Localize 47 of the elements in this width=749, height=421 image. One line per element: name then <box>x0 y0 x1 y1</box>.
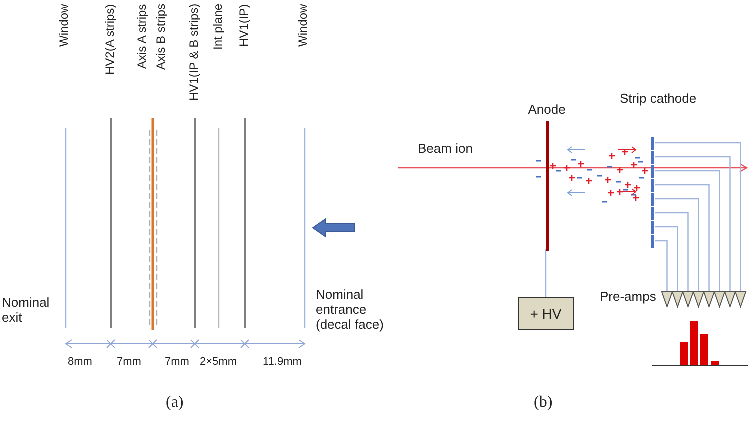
cathode-strip <box>651 151 654 164</box>
wire <box>655 240 668 292</box>
wire <box>655 198 700 292</box>
power-supply-box: + HV <box>518 297 574 330</box>
wire <box>655 212 689 292</box>
cathode-strip <box>651 193 654 206</box>
preamp-triangle <box>661 292 674 309</box>
preamp-triangle <box>672 292 684 309</box>
text-label: Nominal exit <box>2 296 51 326</box>
cathode-strip <box>651 165 654 178</box>
wire <box>655 156 731 292</box>
dimension-label: 8mm <box>68 356 92 369</box>
cathode-strip <box>651 207 654 220</box>
wire <box>655 142 742 292</box>
dimension-label: 11.9mm <box>263 356 302 369</box>
wire <box>655 184 710 292</box>
plane-label: Axis A strips <box>136 4 150 71</box>
dimension-label: 7mm <box>117 356 142 369</box>
preamp-triangle <box>714 292 726 309</box>
cathode-strip <box>651 235 654 248</box>
plane-label: Window <box>297 4 311 49</box>
preamp-triangle <box>692 292 705 309</box>
cathode-strip <box>651 221 654 234</box>
panel-caption: (b) <box>534 394 553 412</box>
plane-label: HV2(A strips) <box>104 4 118 77</box>
preamp-triangle <box>734 292 747 309</box>
plane-label: Window <box>58 4 72 49</box>
cathode-strip <box>651 179 654 192</box>
dimension-label: 7mm <box>165 356 190 369</box>
text-label: Beam ion <box>418 142 473 157</box>
cathode-strip <box>651 137 654 150</box>
wire <box>655 170 720 292</box>
wire <box>655 226 678 292</box>
panel-caption: (a) <box>166 394 184 412</box>
plane-label: Axis B strips <box>155 4 169 72</box>
plane-label: HV1(IP & B strips) <box>188 4 202 104</box>
preamp-triangle <box>703 292 716 309</box>
preamp-triangle <box>682 292 694 309</box>
plane-label: Int plane <box>212 4 226 52</box>
plane-label: HV1(IP) <box>238 4 252 49</box>
text-label: Pre-amps <box>600 290 656 305</box>
anode-label: Anode <box>528 102 566 117</box>
text-label: Nominal entrance (decal face) <box>316 288 385 333</box>
wire <box>545 249 547 297</box>
preamp-triangle <box>724 292 736 309</box>
dimension-label: 2×5mm <box>200 356 237 369</box>
text-label: Strip cathode <box>620 92 697 107</box>
